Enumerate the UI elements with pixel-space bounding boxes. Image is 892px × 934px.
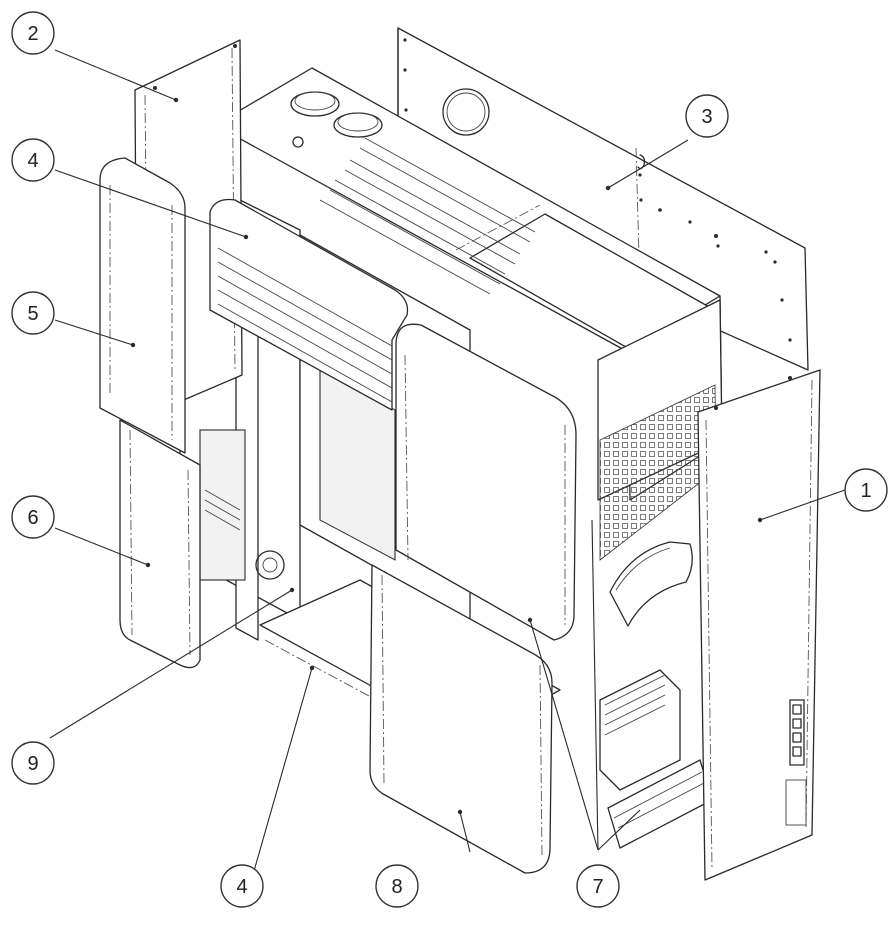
callout-7: 7 xyxy=(576,864,620,908)
callout-5-label: 5 xyxy=(27,303,38,325)
leader-lines xyxy=(49,49,846,886)
callout-9-label: 9 xyxy=(27,753,38,775)
callout-6-label: 6 xyxy=(27,507,38,529)
callout-7-label: 7 xyxy=(592,876,603,898)
callout-3: 3 xyxy=(685,94,729,138)
callout-9: 9 xyxy=(11,741,55,785)
callout-4-upper-label: 4 xyxy=(27,150,38,172)
callout-4-upper: 4 xyxy=(11,138,55,182)
callout-4-lower: 4 xyxy=(220,864,264,908)
callout-5: 5 xyxy=(11,291,55,335)
callout-8: 8 xyxy=(375,864,419,908)
callout-2-label: 2 xyxy=(27,23,38,45)
callout-2: 2 xyxy=(11,11,55,55)
stove-body xyxy=(214,67,723,849)
callout-1-label: 1 xyxy=(860,480,871,502)
top-grille xyxy=(209,198,409,411)
left-top-cover xyxy=(99,157,186,454)
callout-6: 6 xyxy=(11,495,55,539)
callout-8-label: 8 xyxy=(391,876,402,898)
right-top-cover xyxy=(395,323,577,641)
callout-4-lower-label: 4 xyxy=(236,876,247,898)
callout-1: 1 xyxy=(844,468,888,512)
callout-3-label: 3 xyxy=(701,106,712,128)
right-lower-cover xyxy=(369,564,553,874)
right-side-panel xyxy=(697,369,821,881)
left-lower-panel xyxy=(119,419,201,669)
